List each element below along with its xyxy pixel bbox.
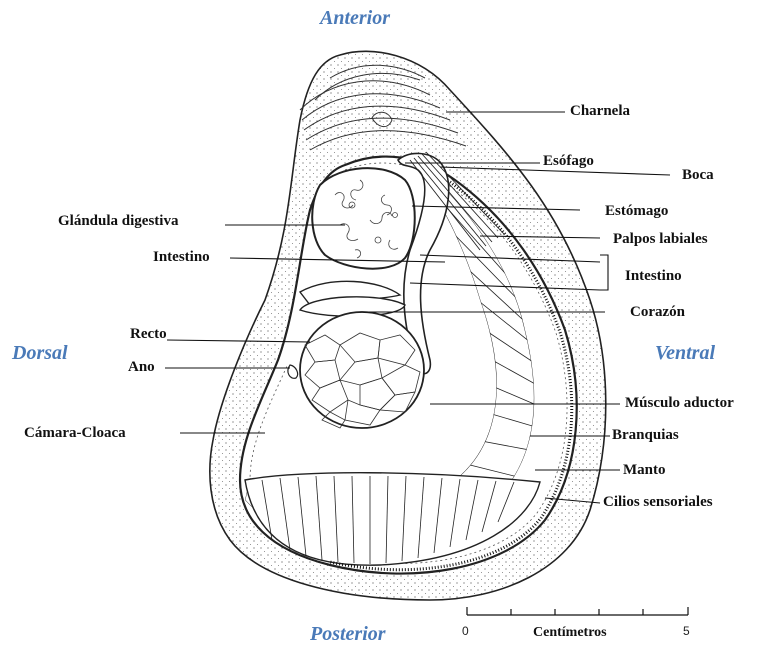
- scale-unit-label: Centímetros: [533, 625, 607, 641]
- label-cilios-sensoriales: Cilios sensoriales: [603, 494, 713, 510]
- adductor-muscle: [300, 312, 424, 428]
- label-estomago: Estómago: [605, 203, 668, 219]
- orientation-ventral: Ventral: [655, 342, 715, 364]
- label-manto: Manto: [623, 462, 666, 478]
- label-charnela: Charnela: [570, 103, 630, 119]
- label-camara-cloaca: Cámara-Cloaca: [24, 425, 126, 441]
- orientation-posterior: Posterior: [310, 623, 386, 645]
- scale-min-label: 0: [462, 624, 469, 638]
- label-intestino-left: Intestino: [153, 249, 210, 265]
- label-musculo-aductor: Músculo aductor: [625, 395, 734, 411]
- label-corazon: Corazón: [630, 304, 685, 320]
- scale-bar: [467, 607, 688, 615]
- label-esofago: Esófago: [543, 153, 594, 169]
- label-intestino-right: Intestino: [625, 268, 682, 284]
- digestive-gland: [312, 168, 415, 269]
- label-branquias: Branquias: [612, 427, 679, 443]
- label-palpos-labiales: Palpos labiales: [613, 231, 708, 247]
- orientation-anterior: Anterior: [320, 7, 390, 29]
- label-glandula-digestiva: Glándula digestiva: [58, 213, 178, 229]
- label-ano: Ano: [128, 359, 155, 375]
- orientation-dorsal: Dorsal: [12, 342, 68, 364]
- label-boca: Boca: [682, 167, 714, 183]
- scale-max-label: 5: [683, 624, 690, 638]
- label-recto: Recto: [130, 326, 167, 342]
